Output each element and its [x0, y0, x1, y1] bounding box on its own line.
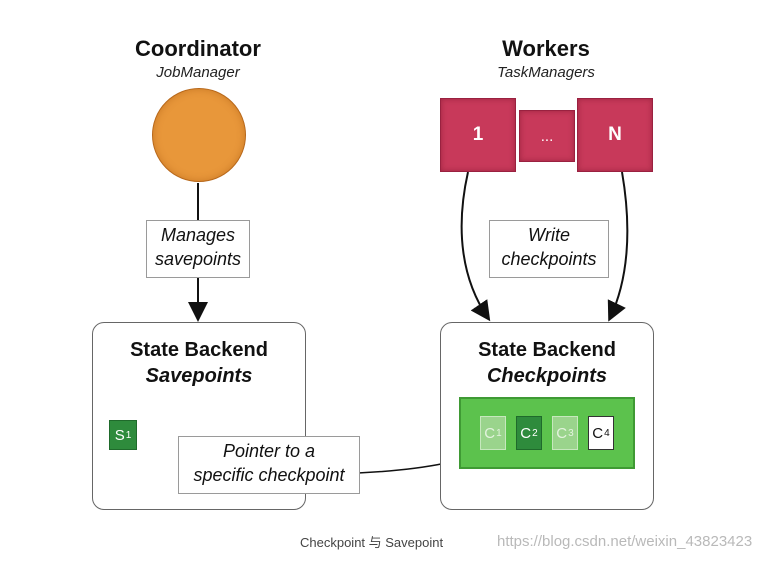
manages-savepoints-label: Manages savepoints: [146, 220, 250, 278]
manages-line-1: Manages: [160, 225, 236, 245]
checkpoint-c4-index: 4: [604, 427, 610, 439]
pointer-label: Pointer to a specific checkpoint: [178, 436, 360, 494]
worker-n-box: N: [577, 98, 653, 172]
checkpoint-backend-title: State Backend: [478, 339, 616, 361]
checkpoint-c2-index: 2: [532, 427, 538, 439]
watermark-text: https://blog.csdn.net/weixin_43823423: [497, 533, 753, 550]
write-checkpoints-label: Write checkpoints: [489, 220, 609, 278]
figure-caption: Checkpoint 与 Savepoint: [300, 535, 444, 550]
write-line-1: Write: [528, 225, 570, 245]
coordinator-node: [152, 88, 246, 182]
checkpoint-c4-letter: C: [592, 424, 604, 442]
coordinator-title: Coordinator: [135, 36, 261, 61]
checkpoint-c1-letter: C: [484, 424, 496, 442]
checkpoint-c1-index: 1: [496, 427, 502, 439]
checkpoint-backend-subtitle: Checkpoints: [486, 365, 608, 387]
workers-title: Workers: [502, 36, 590, 61]
manages-line-2: savepoints: [154, 249, 242, 269]
worker-n-arrow: [607, 171, 629, 322]
checkpoint-c3-index: 3: [568, 427, 574, 439]
worker-1-arrow: [460, 171, 491, 322]
checkpoint-c3-letter: C: [556, 424, 568, 442]
pointer-line-2: specific checkpoint: [193, 465, 345, 485]
coordinator-subtitle: JobManager: [156, 64, 240, 81]
worker-ellipsis-box: ...: [519, 110, 575, 162]
worker-1-box: 1: [440, 98, 516, 172]
savepoint-s1-letter: S: [114, 426, 125, 444]
write-line-2: checkpoints: [501, 249, 597, 269]
pointer-line-1: Pointer to a: [222, 441, 316, 461]
savepoint-s1-index: 1: [125, 429, 132, 441]
savepoint-backend-title: State Backend: [130, 339, 268, 361]
workers-subtitle: TaskManagers: [497, 64, 595, 81]
checkpoint-c2-letter: C: [520, 424, 532, 442]
savepoint-backend-subtitle: Savepoints: [145, 365, 253, 387]
